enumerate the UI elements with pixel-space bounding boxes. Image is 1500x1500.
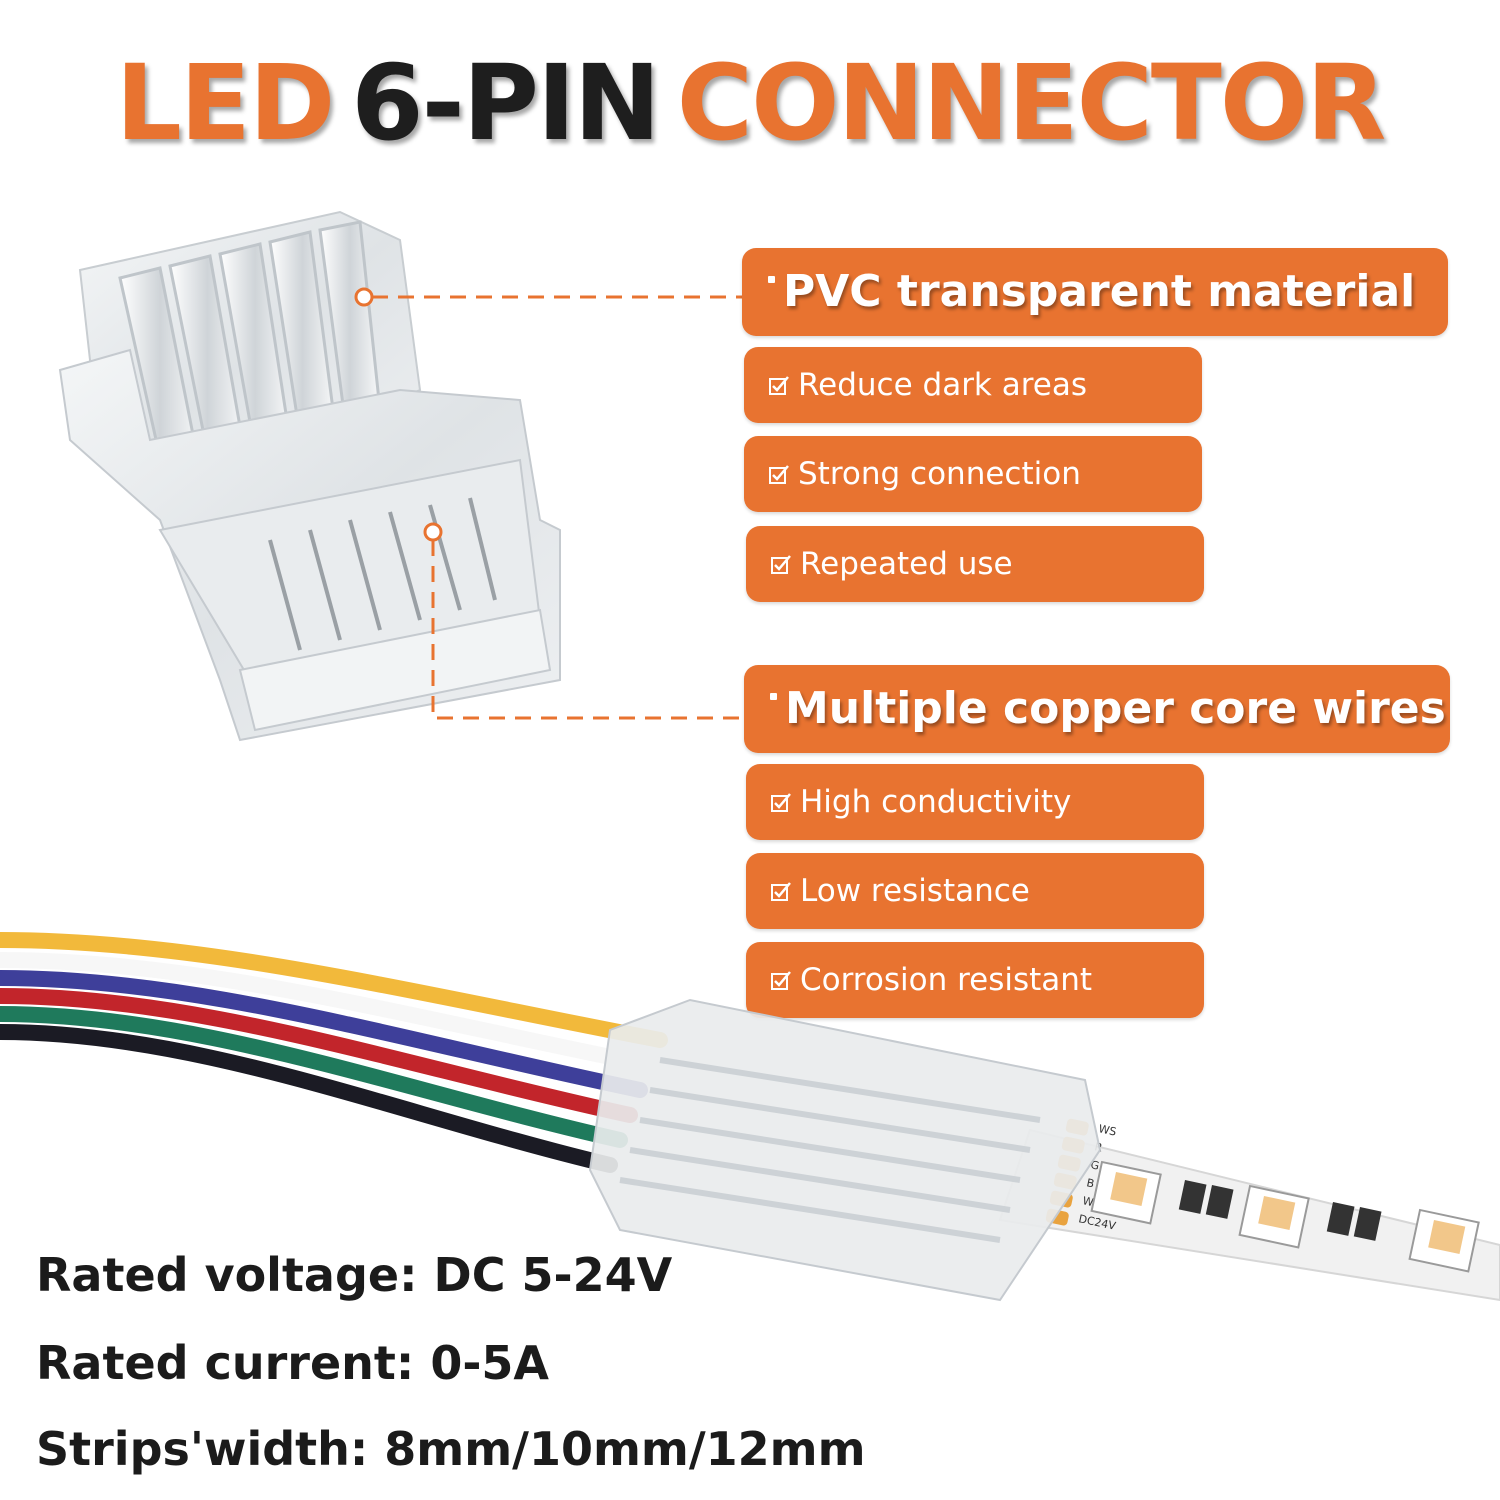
checkbox-check-icon	[769, 464, 789, 484]
feature-item-strong-connection: Strong connection	[744, 436, 1202, 512]
feature-item-repeated-use: Repeated use	[746, 526, 1204, 602]
spec-rated-current: Rated current: 0-5A	[36, 1336, 550, 1390]
strip-label: WS	[1097, 1122, 1117, 1138]
checkbox-check-icon	[769, 375, 789, 395]
title-word-connector: CONNECTOR	[676, 42, 1387, 164]
bullet-dot-icon	[768, 276, 775, 283]
leader-lines	[372, 295, 758, 720]
spec-strip-width: Strips'width: 8mm/10mm/12mm	[36, 1422, 866, 1476]
wire-strip-photo: WS R G B WJ DC24V	[0, 932, 1500, 1302]
strip-label: G	[1089, 1158, 1100, 1172]
checkbox-check-icon	[771, 970, 791, 990]
connector-photo	[58, 210, 561, 742]
checkbox-check-icon	[771, 554, 791, 574]
feature-item-reduce-dark-areas: Reduce dark areas	[744, 347, 1202, 423]
title-word-led: LED	[115, 42, 336, 164]
title-word-6pin: 6-PIN	[351, 42, 660, 164]
strip-label: B	[1085, 1176, 1095, 1190]
feature-item-high-conductivity: High conductivity	[746, 764, 1204, 840]
feature-item-corrosion-resistant: Corrosion resistant	[746, 942, 1204, 1018]
bullet-dot-icon	[770, 693, 777, 700]
feature-heading-copper: Multiple copper core wires	[744, 665, 1450, 753]
checkbox-check-icon	[771, 881, 791, 901]
spec-rated-voltage: Rated voltage: DC 5-24V	[36, 1248, 673, 1302]
feature-heading-pvc: PVC transparent material	[742, 248, 1448, 336]
checkbox-check-icon	[771, 792, 791, 812]
feature-item-low-resistance: Low resistance	[746, 853, 1204, 929]
